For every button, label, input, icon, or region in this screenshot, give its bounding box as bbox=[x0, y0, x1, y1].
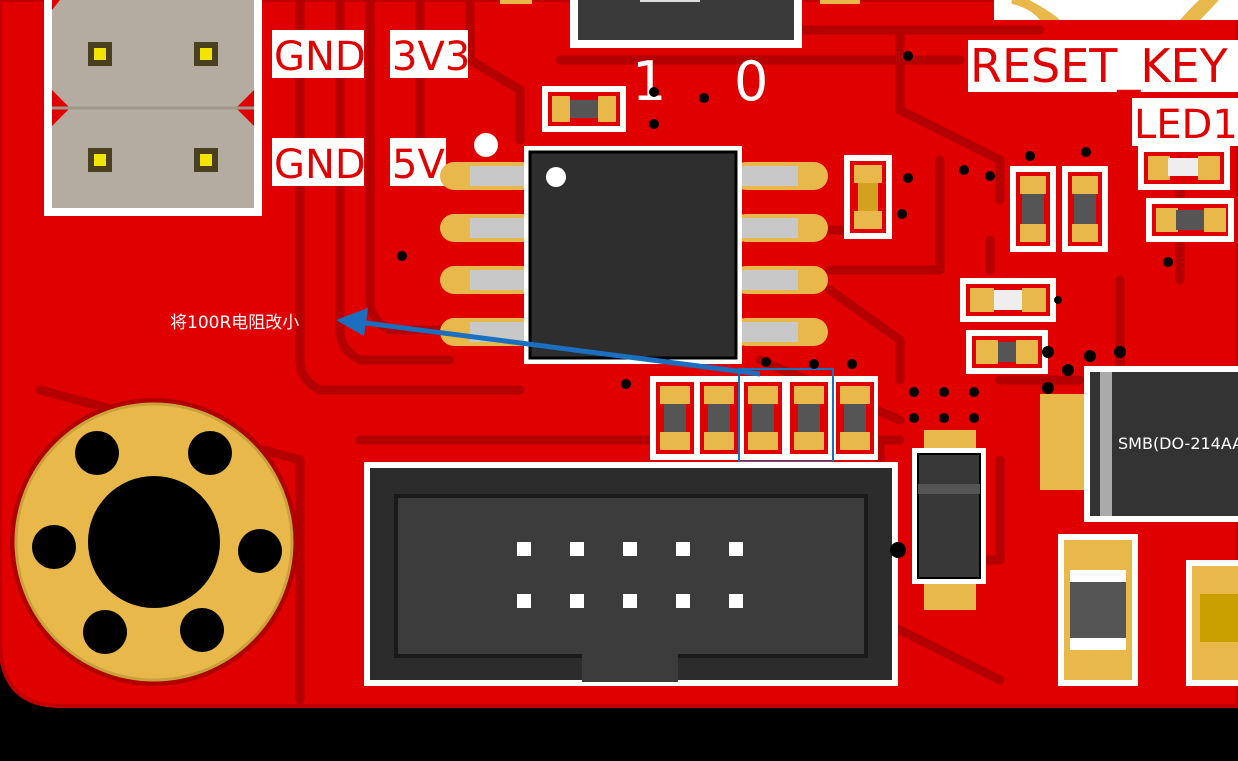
resistor-pair-right bbox=[1010, 166, 1108, 252]
ic-pads bbox=[440, 162, 828, 346]
silk-3v3: 3V3 bbox=[392, 34, 470, 80]
silk-switch-0: 0 bbox=[734, 50, 768, 113]
silk-5v: 5V bbox=[392, 142, 445, 188]
components-bottom-right bbox=[1058, 534, 1238, 686]
silk-switch-1: 1 bbox=[632, 50, 666, 113]
diode-smb: SMB(DO-214AA) bbox=[1040, 366, 1238, 522]
box-header bbox=[364, 462, 898, 686]
components-mid-right bbox=[960, 278, 1056, 374]
reset-key bbox=[994, 0, 1238, 20]
annotation-arrow bbox=[336, 308, 761, 377]
copper-traces bbox=[35, 0, 1185, 705]
annotation-text: 将100R电阻改小 bbox=[170, 313, 299, 333]
ic-chip bbox=[474, 133, 742, 364]
resistor-row bbox=[650, 376, 878, 460]
vias bbox=[397, 51, 1173, 558]
mounting-hole bbox=[10, 398, 298, 686]
silk-reset-key: RESET_KEY bbox=[970, 39, 1229, 93]
slide-switch bbox=[500, 0, 860, 48]
silk-gnd-2: GND bbox=[274, 142, 366, 188]
diode-small bbox=[912, 430, 986, 610]
led-components bbox=[1138, 146, 1234, 242]
capacitor-c2 bbox=[844, 155, 892, 239]
silk-gnd-1: GND bbox=[274, 34, 366, 80]
silk-smb: SMB(DO-214AA) bbox=[1118, 434, 1238, 453]
capacitor-c1 bbox=[542, 86, 626, 132]
silk-led: LED1 bbox=[1134, 102, 1238, 148]
pin-header bbox=[44, 0, 262, 216]
